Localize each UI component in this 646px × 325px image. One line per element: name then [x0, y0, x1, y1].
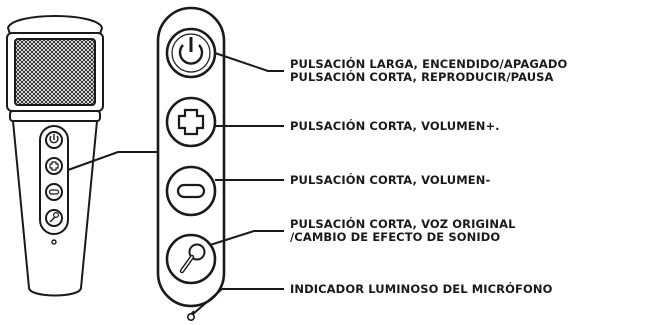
- microphone-body: [6, 15, 104, 297]
- connector-lines: [67, 151, 158, 171]
- mode-label-line1: PULSACIÓN CORTA, VOZ ORIGINAL: [290, 217, 516, 231]
- power-label-line1: PULSACIÓN LARGA, ENCENDIDO/APAGADO: [290, 57, 568, 71]
- plus-icon: [177, 108, 205, 136]
- mode-button: [165, 233, 217, 285]
- mode-label: PULSACIÓN CORTA, VOZ ORIGINAL /CAMBIO DE…: [290, 218, 516, 244]
- power-icon: [178, 37, 204, 65]
- button-panel: [156, 6, 226, 308]
- leader-lines: [192, 52, 284, 315]
- volume-down-label: PULSACIÓN CORTA, VOLUMEN-: [290, 173, 491, 187]
- indicator-label: INDICADOR LUMINOSO DEL MICRÓFONO: [290, 282, 553, 296]
- volume-up-label: PULSACIÓN CORTA, VOLUMEN+.: [290, 119, 500, 133]
- volume-up-button: [165, 96, 217, 148]
- volume-down-button: [165, 165, 217, 217]
- minus-icon: [176, 183, 206, 199]
- microphone-icon: [179, 243, 206, 274]
- mode-label-line2: /CAMBIO DE EFECTO DE SONIDO: [290, 230, 501, 244]
- grille-mesh: [14, 38, 96, 106]
- indicator-light-icon: [187, 310, 196, 321]
- power-label-line2: PULSACIÓN CORTA, REPRODUCIR/PAUSA: [290, 70, 554, 84]
- power-label: PULSACIÓN LARGA, ENCENDIDO/APAGADO PULSA…: [290, 58, 567, 84]
